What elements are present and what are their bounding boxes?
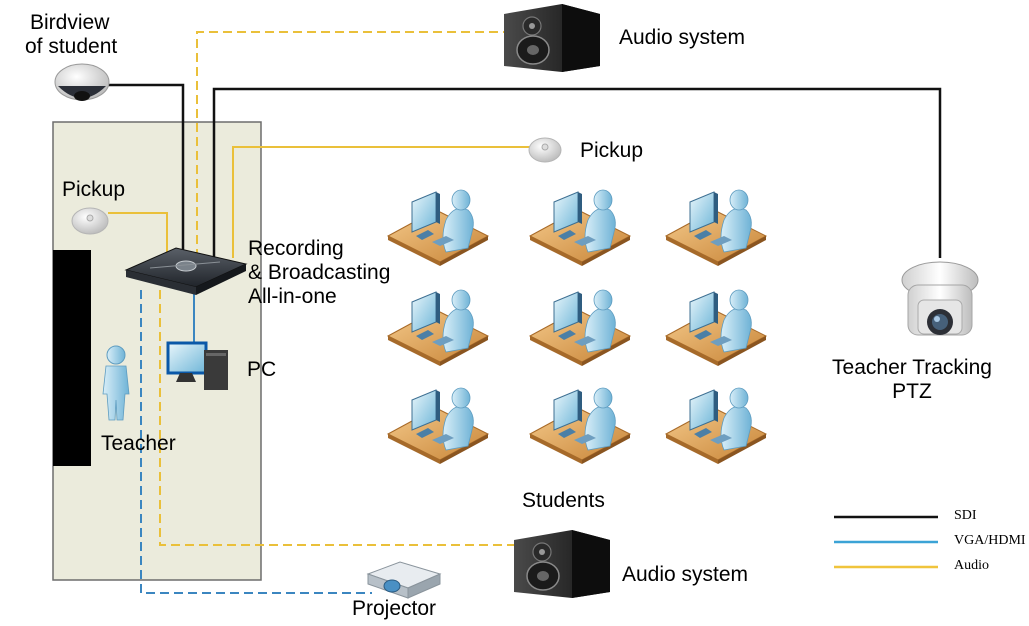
audio-system-top-label: Audio system — [619, 26, 746, 49]
recorder-icon — [124, 247, 248, 295]
student-workstation — [665, 189, 767, 267]
vga-line-projector — [140, 290, 372, 594]
audio-system-bottom-label: Audio system — [622, 563, 749, 586]
student-workstation — [387, 189, 489, 267]
audio-line-top — [196, 31, 510, 258]
student-workstation — [665, 289, 767, 367]
legend-audio-label: Audio — [954, 558, 989, 573]
projector-icon — [366, 561, 442, 599]
student-workstation — [529, 189, 631, 267]
pickup-left-label: Pickup — [62, 178, 126, 201]
recorder-label: Recording & Broadcasting All-in-one — [248, 237, 391, 308]
student-workstation — [665, 387, 767, 465]
ptz-label: Teacher Tracking PTZ — [832, 356, 992, 403]
audio-line-pickup-right — [232, 146, 530, 258]
speaker-icon-bottom — [513, 529, 611, 599]
legend-vga-label: VGA/HDMI — [954, 533, 1026, 548]
students-group — [387, 189, 767, 465]
audio-line-bottom — [159, 290, 520, 546]
students-label: Students — [522, 489, 605, 512]
pickup-right-label: Pickup — [580, 139, 644, 162]
teacher-figure-icon — [102, 345, 130, 421]
legend-sdi-label: SDI — [954, 508, 977, 523]
blackboard — [53, 250, 91, 466]
audio-line-pickup-left — [108, 212, 168, 258]
speaker-icon-top — [503, 3, 601, 73]
sdi-line-birdview — [100, 83, 185, 258]
birdview-camera-icon — [54, 63, 110, 101]
pickup-icon-left — [71, 207, 109, 235]
teacher-label: Teacher — [101, 432, 176, 455]
pickup-icon-right — [528, 137, 562, 163]
pc-icon — [166, 341, 228, 390]
sdi-line-ptz — [212, 87, 942, 258]
student-workstation — [529, 289, 631, 367]
birdview-label: Birdview of student — [25, 11, 118, 58]
student-workstation — [387, 289, 489, 367]
student-workstation — [529, 387, 631, 465]
projector-label: Projector — [352, 597, 437, 620]
ptz-camera-icon — [901, 261, 979, 336]
student-workstation — [387, 387, 489, 465]
pc-label: PC — [247, 358, 277, 381]
